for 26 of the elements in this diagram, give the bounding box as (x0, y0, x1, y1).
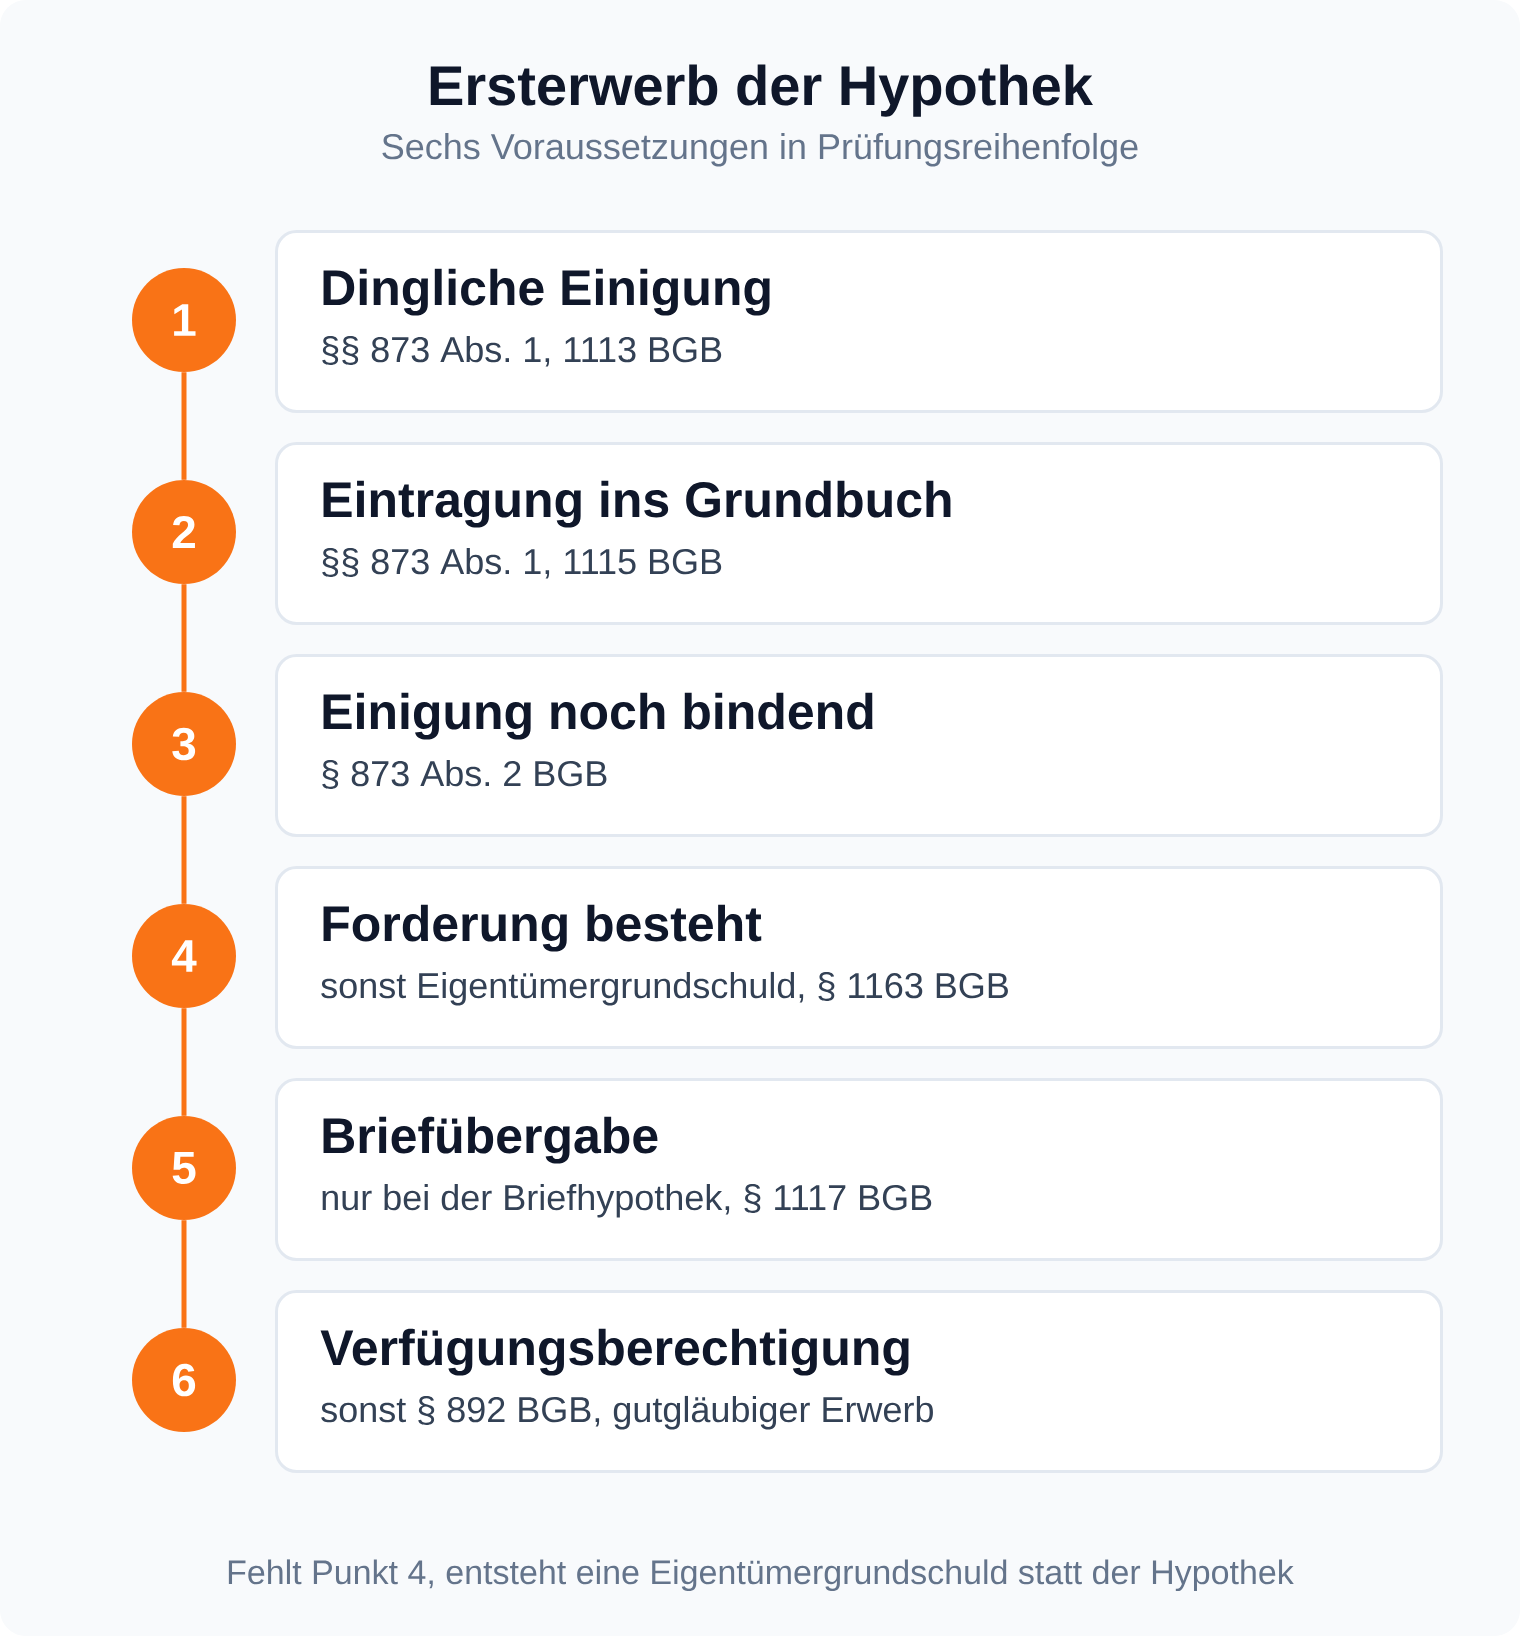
connector-line (181, 372, 187, 480)
connector-line (181, 796, 187, 904)
step-heading: Einigung noch bindend (323, 692, 873, 740)
connector-line (181, 1008, 187, 1116)
step-card (275, 654, 1443, 837)
step-card (275, 866, 1443, 1049)
caption: Fehlt Punkt 4, entsteht eine Eigentümergrundschuld statt der Hypothek (228, 1559, 1294, 1592)
title: Ersterwerb der Hypothek (430, 64, 1093, 117)
step-heading: Briefübergabe (323, 1116, 658, 1164)
step-card (275, 1290, 1443, 1473)
step-citation: nur bei der Briefhypothek, § 1117 BGB (322, 1183, 932, 1218)
step-heading: Forderung besteht (323, 904, 762, 952)
step-citation: sonst § 892 BGB, gutgläubiger Erwerb (321, 1395, 933, 1430)
step-heading: Dingliche Einigung (323, 268, 770, 316)
step-heading: Verfügungsberechtigung (320, 1328, 909, 1376)
step-citation: §§ 873 Abs. 1, 1113 BGB (322, 335, 722, 367)
step-card (275, 442, 1443, 625)
subtitle: Sechs Voraussetzungen in Prüfungsreihenfolge (382, 132, 1138, 167)
step-card (275, 1078, 1443, 1261)
connector-line (181, 1220, 187, 1328)
connector-line (181, 584, 187, 692)
step-citation: sonst Eigentümergrundschuld, § 1163 BGB (321, 971, 1008, 1006)
step-heading: Eintragung ins Grundbuch (323, 480, 951, 528)
step-citation: §§ 873 Abs. 1, 1115 BGB (322, 547, 722, 579)
step-card (275, 230, 1443, 413)
step-citation: § 873 Abs. 2 BGB (322, 759, 607, 790)
